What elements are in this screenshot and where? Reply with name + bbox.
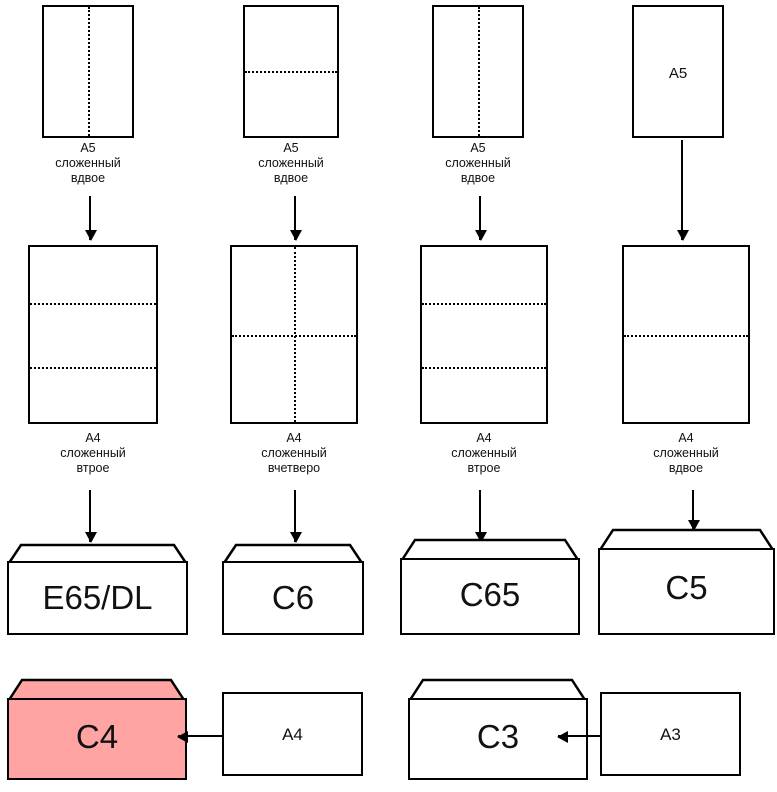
arrow-down-to-e65dl	[85, 490, 97, 543]
fold-line-horizontal-lower	[30, 367, 156, 369]
envelope-body	[400, 558, 580, 635]
sheet-a5-col2	[243, 5, 339, 138]
fold-line-horizontal-lower	[422, 367, 546, 369]
fold-line-horizontal	[245, 71, 337, 73]
caption-a4-col3: A4 сложенный втрое	[451, 431, 517, 475]
arrow-down-to-c65	[475, 490, 487, 543]
arrow-down-to-c5	[688, 490, 700, 531]
fold-line-vertical	[294, 247, 296, 422]
sheet-inner-label: A4	[282, 725, 303, 744]
fold-line-vertical	[88, 7, 90, 136]
fold-line-horizontal-upper	[30, 303, 156, 305]
caption-a4-col4: A4 сложенный вдвое	[653, 431, 719, 475]
arrow-down-col4	[677, 140, 689, 241]
envelope-c3: C3	[408, 678, 588, 780]
sheet-inner-label: A3	[660, 725, 681, 744]
sheet-a4-landscape: A4	[222, 692, 363, 776]
fold-line-vertical	[478, 7, 480, 136]
envelope-c65: C65	[400, 538, 580, 635]
arrow-down-col1	[85, 196, 97, 241]
envelope-body	[222, 561, 364, 635]
arrow-down-to-c6	[290, 490, 302, 543]
envelope-e65dl: E65/DL	[7, 543, 188, 635]
caption-a5-col3: A5 сложенный вдвое	[445, 141, 511, 185]
envelope-body	[7, 561, 188, 635]
caption-a4-col1: A4 сложенный втрое	[60, 431, 126, 475]
envelope-c6: C6	[222, 543, 364, 635]
sheet-a4-col3	[420, 245, 548, 424]
caption-a5-col1: A5 сложенный вдвое	[55, 141, 121, 185]
envelope-label: C5	[665, 569, 708, 606]
caption-a4-col2: A4 сложенный вчетверо	[261, 431, 327, 475]
caption-a5-col2: A5 сложенный вдвое	[258, 141, 324, 185]
sheet-a5-col3	[432, 5, 524, 138]
arrow-down-col2	[290, 196, 302, 241]
sheet-a4-col1	[28, 245, 158, 424]
arrow-left-a3-to-c3	[557, 731, 602, 743]
sheet-inner-label: A5	[668, 65, 688, 82]
sheet-a4-col2	[230, 245, 358, 424]
envelope-c5: C5	[598, 528, 775, 635]
fold-line-horizontal	[624, 335, 748, 337]
sheet-a5-col4: A5	[632, 5, 724, 138]
envelope-label: E65/DL	[42, 579, 153, 616]
envelope-c4: C4	[7, 678, 187, 780]
envelope-label: C4	[75, 718, 119, 755]
envelope-body	[408, 698, 588, 780]
sheet-a5-col1	[42, 5, 134, 138]
envelope-label: C6	[271, 579, 315, 616]
sheet-a4-col4	[622, 245, 750, 424]
envelope-label: C65	[459, 576, 521, 613]
envelope-body	[598, 548, 775, 635]
envelope-body	[7, 698, 187, 780]
sheet-a3-landscape: A3	[600, 692, 741, 776]
fold-line-horizontal-upper	[422, 303, 546, 305]
arrow-left-a4-to-c4	[177, 731, 222, 743]
arrow-down-col3	[475, 196, 487, 241]
envelope-label: C3	[476, 718, 520, 755]
